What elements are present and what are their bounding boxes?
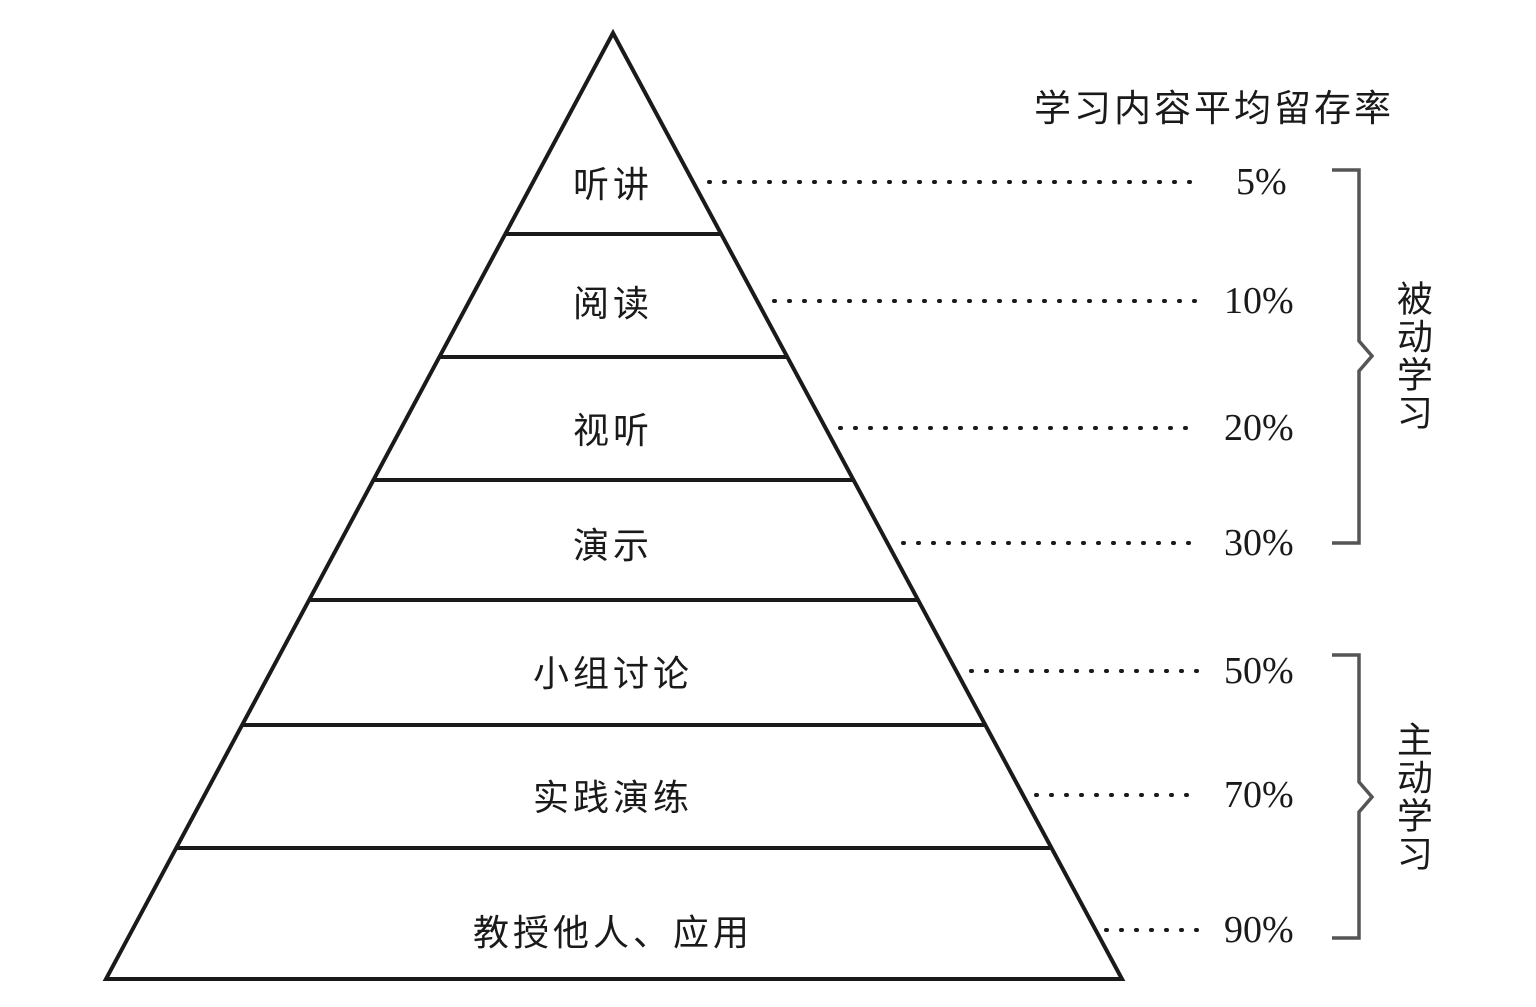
group-label-passive-learning: 被动学习: [1391, 280, 1432, 432]
tier-label-teach-others: 教授他人、应用: [472, 913, 754, 953]
tier-dividers: [176, 232, 1050, 850]
tier-label-demonstration: 演示: [572, 526, 654, 566]
active-group-brace: [1332, 653, 1375, 940]
retention-value-demonstration: 30%: [1224, 522, 1294, 564]
group-label-active-learning: 主动学习: [1391, 721, 1432, 873]
leader-lines: [707, 180, 1201, 932]
retention-value-reading: 10%: [1224, 280, 1294, 322]
tier-label-listening: 听讲: [572, 165, 654, 205]
tier-label-group-discussion: 小组讨论: [532, 654, 694, 694]
retention-value-teach-others: 90%: [1224, 909, 1294, 951]
retention-value-listening: 5%: [1236, 161, 1287, 203]
tier-label-practice: 实践演练: [532, 778, 694, 818]
tier-label-audiovisual: 视听: [572, 411, 654, 451]
retention-value-practice: 70%: [1224, 774, 1294, 816]
tier-label-reading: 阅读: [572, 284, 654, 324]
retention-value-audiovisual: 20%: [1224, 407, 1294, 449]
passive-group-brace: [1332, 168, 1375, 545]
retention-value-group-discussion: 50%: [1224, 650, 1294, 692]
pyramid-outline: [102, 28, 1126, 981]
chart-title: 学习内容平均留存率: [1034, 89, 1394, 130]
